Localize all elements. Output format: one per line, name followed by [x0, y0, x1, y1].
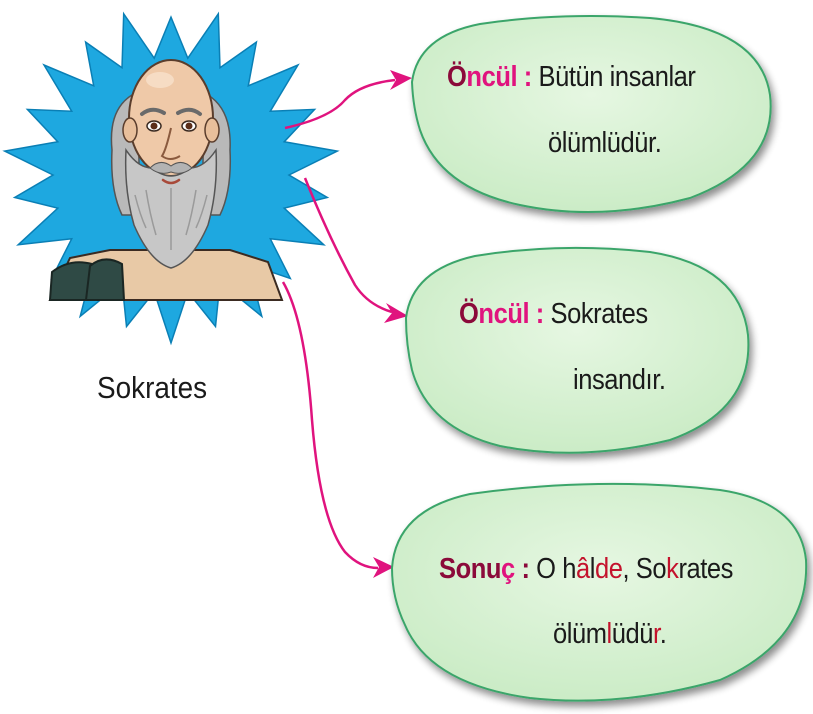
premise-2-term: Öncül — [459, 298, 530, 330]
arrows — [281, 70, 412, 578]
premise-2-text: Öncül : Sokrates — [459, 297, 648, 332]
premise-1-line1: Bütün insanlar — [538, 61, 696, 93]
eyebrow-left — [140, 107, 166, 116]
conclusion-line1: O hâlde, Sokrates — [536, 553, 734, 585]
premise-2-line2: insandır. — [573, 364, 666, 396]
conclusion-text: Sonuç : O hâlde, Sokrates — [439, 552, 733, 587]
bubble-premise-2 — [404, 246, 750, 454]
conclusion-term: Sonuç — [439, 553, 515, 585]
arrow-to-premise-2 — [303, 177, 393, 314]
premise-1-line2: ölümlüdür. — [548, 127, 662, 159]
ear-left — [122, 117, 138, 143]
conclusion-separator: : — [514, 553, 537, 585]
pupil-right — [185, 122, 193, 130]
person-caption: Sokrates — [97, 370, 208, 405]
bubble-premise-1 — [410, 15, 772, 214]
forehead-shine — [146, 72, 174, 88]
arrowhead-conclusion — [373, 557, 394, 578]
arrow-to-conclusion — [281, 281, 379, 570]
nose — [160, 127, 181, 160]
beard-strands — [134, 188, 208, 250]
premise-1-separator: : — [517, 61, 539, 93]
premise-1-text: Öncül : Bütün insanlar — [447, 60, 696, 95]
premise-2-line1: Sokrates — [550, 298, 648, 330]
conclusion-line2: ölümlüdür. — [553, 618, 667, 650]
eyebrow-right — [176, 107, 202, 116]
clothing-mid — [84, 258, 126, 301]
ear-right — [204, 117, 220, 143]
premise-2-separator: : — [529, 298, 551, 330]
arrowhead-premise-2 — [384, 303, 408, 323]
bubble-conclusion — [390, 482, 808, 702]
sokrates-portrait — [48, 59, 284, 301]
pupil-left — [150, 122, 158, 130]
arrowhead-premise-1 — [390, 70, 412, 90]
mouth — [161, 178, 181, 185]
arrow-to-premise-1 — [284, 78, 396, 130]
mustache — [149, 162, 193, 174]
premise-1-term: Öncül — [447, 61, 518, 93]
